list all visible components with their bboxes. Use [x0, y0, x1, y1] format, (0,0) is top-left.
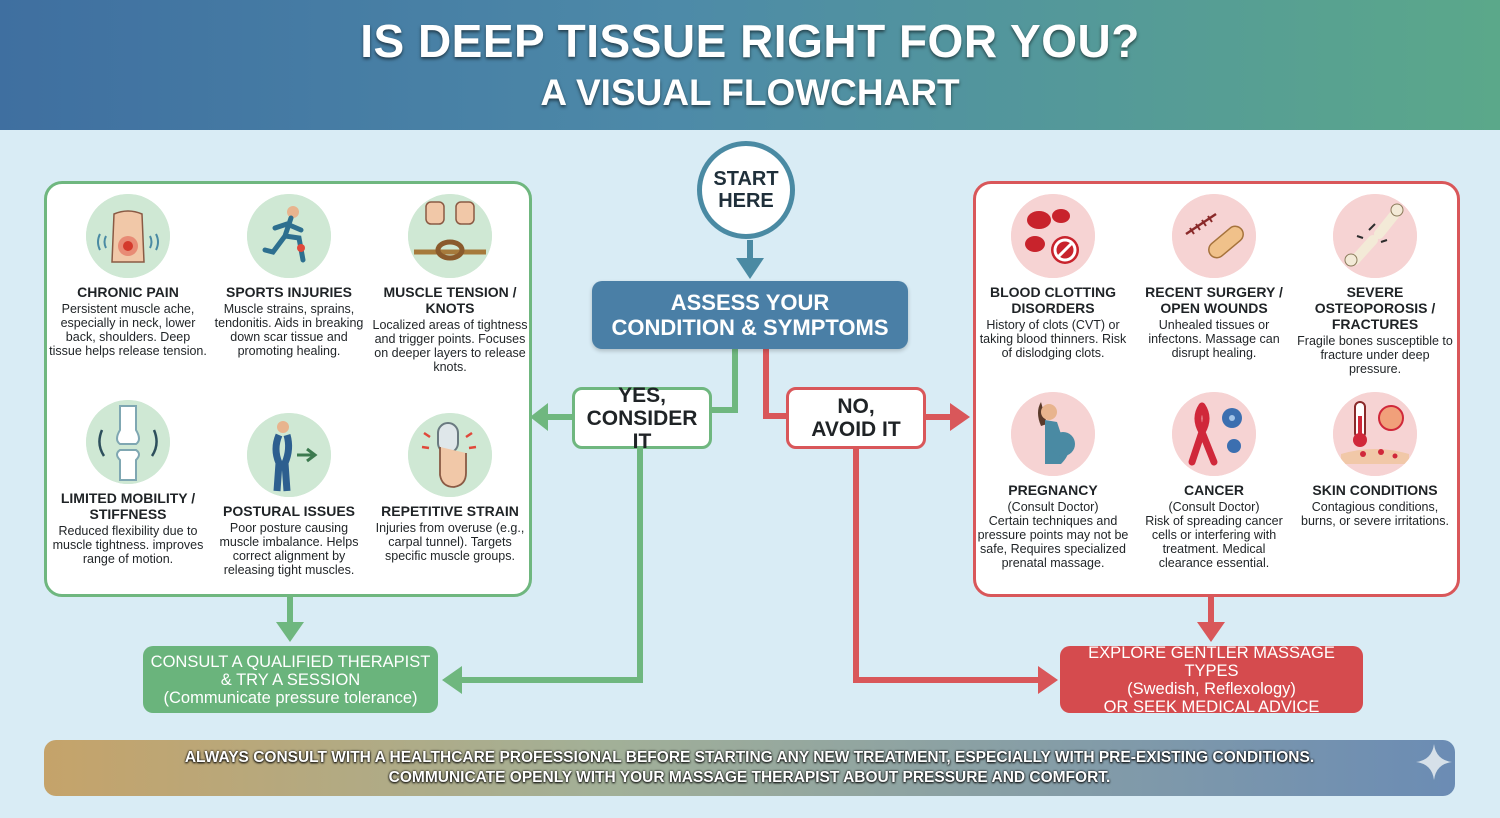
bad-item-desc: Unhealed tissues or infectons. Massage c… — [1148, 318, 1280, 360]
start-label-2: HERE — [718, 190, 774, 212]
good-item-postural-issues: POSTURAL ISSUES Poor posture causing mus… — [210, 413, 368, 577]
consult-therapist-outcome: CONSULT A QUALIFIED THERAPIST & TRY A SE… — [143, 646, 438, 713]
bad-item-pregnancy: PREGNANCY (Consult Doctor) Certain techn… — [974, 392, 1132, 570]
good-item-title: MUSCLE TENSION / KNOTS — [383, 284, 517, 316]
bad-item-title: SEVERE OSTEOPOROSIS / FRACTURES — [1314, 284, 1436, 332]
good-item-desc: Localized areas of tightness and trigger… — [372, 318, 528, 374]
good-item-desc: Reduced flexibility due to muscle tightn… — [52, 524, 204, 566]
explore-line-2: (Swedish, Reflexology) — [1127, 679, 1296, 698]
panel-to-explore-arrow — [1197, 622, 1225, 642]
bad-item-title: SKIN CONDITIONS — [1312, 482, 1438, 498]
bad-item-blood-clotting: BLOOD CLOTTING DISORDERS History of clot… — [974, 194, 1132, 360]
good-item-repetitive-strain: REPETITIVE STRAIN Injuries from overuse … — [371, 413, 529, 563]
good-item-title: LIMITED MOBILITY / STIFFNESS — [60, 490, 196, 522]
bad-item-desc: Contagious conditions, burns, or severe … — [1301, 500, 1449, 528]
good-item-desc: Injuries from overuse (e.g., carpal tunn… — [375, 521, 525, 563]
good-item-sports-injuries: SPORTS INJURIES Muscle strains, sprains,… — [210, 194, 368, 358]
start-to-assess-arrow — [736, 258, 764, 279]
assess-to-no-line — [763, 349, 786, 419]
good-item-chronic-pain: CHRONIC PAIN Persistent muscle ache, esp… — [49, 194, 207, 358]
bad-item-recent-surgery: RECENT SURGERY / OPEN WOUNDS Unhealed ti… — [1135, 194, 1293, 360]
runner-injury-icon — [247, 194, 331, 278]
back-pain-icon — [86, 194, 170, 278]
bad-item-title: BLOOD CLOTTING DISORDERS — [990, 284, 1116, 316]
bad-item-osteoporosis: SEVERE OSTEOPOROSIS / FRACTURES Fragile … — [1296, 194, 1454, 376]
yes-decision-box: YES,CONSIDER IT — [572, 383, 712, 453]
knotted-rope-fists-icon — [408, 194, 492, 278]
assess-label-1: ASSESS YOUR — [670, 290, 830, 315]
good-item-muscle-tension: MUSCLE TENSION / KNOTS Localized areas o… — [371, 194, 529, 374]
header-banner: IS DEEP TISSUE RIGHT FOR YOU? A VISUAL F… — [0, 0, 1500, 130]
good-item-desc: Muscle strains, sprains, tendonitis. Aid… — [214, 302, 364, 358]
broken-bone-icon — [1333, 194, 1417, 278]
good-item-limited-mobility: LIMITED MOBILITY / STIFFNESS Reduced fle… — [49, 400, 207, 566]
good-item-title: REPETITIVE STRAIN — [381, 503, 519, 519]
page-subtitle: A VISUAL FLOWCHART — [540, 72, 960, 113]
disclaimer-line-1: ALWAYS CONSULT WITH A HEALTHCARE PROFESS… — [184, 749, 1315, 766]
explore-line-1: EXPLORE GENTLER MASSAGE TYPES — [1088, 643, 1335, 680]
contraindications-panel: BLOOD CLOTTING DISORDERS History of clot… — [973, 181, 1460, 597]
start-label-1: START — [713, 168, 779, 190]
posture-icon — [247, 413, 331, 497]
bad-item-title: CANCER — [1184, 482, 1244, 498]
good-item-title: CHRONIC PAIN — [77, 284, 179, 300]
yes-to-outcome-line — [462, 449, 643, 683]
bad-item-subtitle: (Consult Doctor) — [1007, 500, 1099, 514]
yes-label-2: CONSIDER IT — [586, 406, 698, 453]
yes-to-panel-arrow — [530, 403, 548, 431]
consult-line-3: (Communicate pressure tolerance) — [163, 688, 418, 707]
bad-item-desc: History of clots (CVT) or taking blood t… — [979, 318, 1127, 360]
bad-item-desc: Risk of spreading cancer cells or interf… — [1145, 514, 1283, 570]
page-title: IS DEEP TISSUE RIGHT FOR YOU? — [360, 15, 1140, 67]
knee-joint-icon — [86, 400, 170, 484]
bad-item-title: PREGNANCY — [1008, 482, 1098, 498]
yes-to-outcome-arrow — [442, 666, 462, 694]
good-item-desc: Persistent muscle ache, especially in ne… — [49, 302, 207, 358]
assess-label-2: CONDITION & SYMPTOMS — [611, 315, 889, 340]
blood-cells-icon — [1011, 194, 1095, 278]
no-decision-box: NO,AVOID IT — [786, 387, 926, 449]
explore-line-3: OR SEEK MEDICAL ADVICE — [1103, 697, 1320, 716]
bad-item-title: RECENT SURGERY / OPEN WOUNDS — [1145, 284, 1283, 316]
bad-item-subtitle: (Consult Doctor) — [1168, 500, 1260, 514]
pregnant-woman-icon — [1011, 392, 1095, 476]
bad-item-desc: Fragile bones susceptible to fracture un… — [1297, 334, 1453, 376]
good-candidates-panel: CHRONIC PAIN Persistent muscle ache, esp… — [44, 181, 532, 597]
assess-to-yes-line — [712, 349, 738, 413]
good-item-title: POSTURAL ISSUES — [223, 503, 355, 519]
consult-line-2: & TRY A SESSION — [220, 670, 361, 689]
bandage-icon — [1172, 194, 1256, 278]
no-label-1: NO, — [837, 395, 875, 418]
skin-thermometer-icon — [1333, 392, 1417, 476]
good-item-title: SPORTS INJURIES — [225, 284, 353, 300]
yes-label-1: YES, — [618, 383, 666, 407]
bad-item-skin-conditions: SKIN CONDITIONS Contagious conditions, b… — [1296, 392, 1454, 528]
bad-item-cancer: CANCER (Consult Doctor) Risk of spreadin… — [1135, 392, 1293, 570]
sparkle-icon — [1416, 744, 1452, 780]
explore-gentler-outcome: EXPLORE GENTLER MASSAGE TYPES (Swedish, … — [1060, 643, 1363, 716]
disclaimer-line-2: COMMUNICATE OPENLY WITH YOUR MASSAGE THE… — [388, 769, 1111, 786]
no-label-2: AVOID IT — [811, 418, 901, 441]
cancer-ribbon-icon — [1172, 392, 1256, 476]
consult-line-1: CONSULT A QUALIFIED THERAPIST — [150, 652, 431, 671]
no-to-panel-arrow — [950, 403, 970, 431]
disclaimer-banner: ALWAYS CONSULT WITH A HEALTHCARE PROFESS… — [44, 740, 1455, 796]
hand-mouse-icon — [408, 413, 492, 497]
panel-to-consult-arrow — [276, 622, 304, 642]
no-to-outcome-line — [853, 449, 1038, 683]
no-to-outcome-arrow — [1038, 666, 1058, 694]
good-item-desc: Poor posture causing muscle imbalance. H… — [219, 521, 359, 577]
bad-item-desc: Certain techniques and pressure points m… — [977, 514, 1129, 570]
